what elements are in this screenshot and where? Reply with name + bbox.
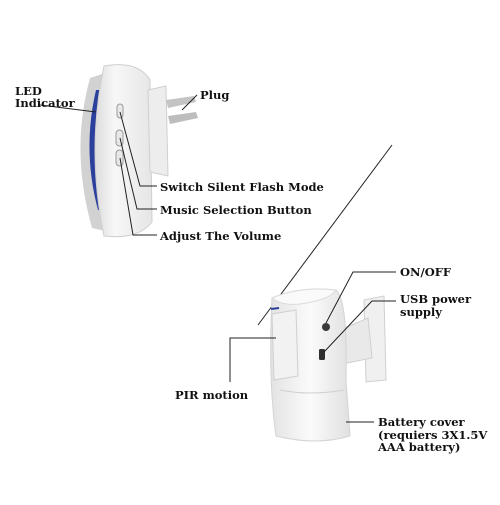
sensor-led	[270, 307, 280, 310]
adjust-volume-label: Adjust The Volume	[160, 229, 282, 243]
volume-button	[115, 149, 124, 167]
led-ring	[89, 90, 104, 210]
plug-prong	[168, 112, 198, 124]
plug-base	[147, 85, 169, 177]
leader-onoff	[325, 271, 396, 324]
usb-power-label: USB power supply	[400, 292, 472, 319]
leader-plug	[181, 94, 198, 111]
music-selection-button	[115, 129, 124, 147]
music-selection-label: Music Selection Button	[160, 203, 312, 217]
pir-lens	[271, 309, 299, 381]
on-off-switch	[322, 323, 330, 331]
plug-prong	[166, 96, 196, 108]
sensor-top	[271, 288, 337, 305]
switch-mode-label: Switch Silent Flash Mode	[160, 180, 324, 194]
led-indicator-label: LED Indicator	[15, 84, 75, 110]
plug-label: Plug	[200, 88, 230, 102]
pir-sensor-device	[270, 288, 387, 442]
on-off-label: ON/OFF	[400, 265, 452, 279]
battery-cover	[279, 389, 345, 394]
leader-volume	[119, 157, 157, 236]
leader-usb	[323, 300, 396, 353]
battery-cover-label: Battery cover (requiers 3X1.5V AAA batte…	[378, 415, 488, 454]
leader-pir	[229, 337, 276, 382]
receiver-device	[80, 64, 198, 238]
usb-port	[319, 349, 325, 360]
switch-mode-button	[116, 103, 124, 119]
leader-switch	[119, 111, 157, 187]
leader-music	[119, 137, 157, 210]
pir-motion-label: PIR motion	[175, 388, 249, 402]
leader-led	[39, 104, 97, 113]
